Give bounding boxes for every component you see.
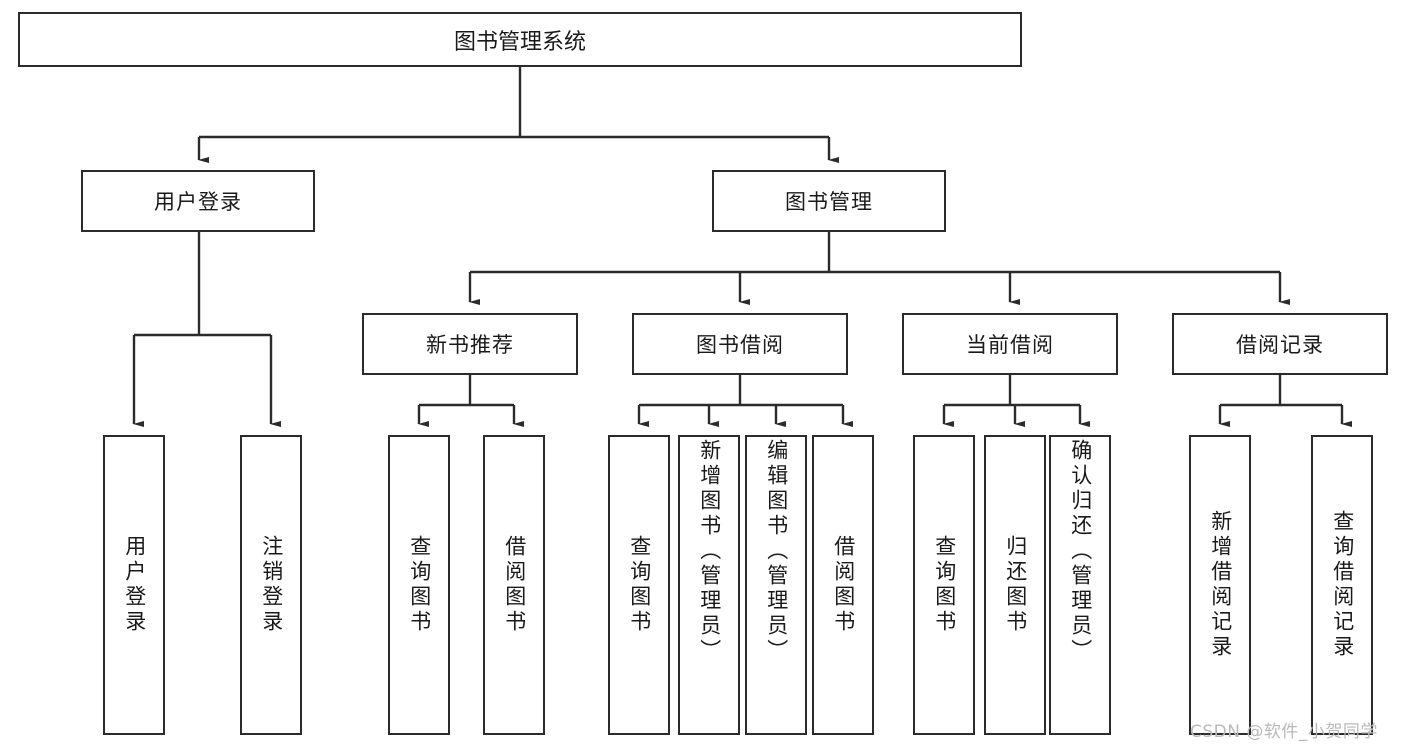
node-new-book-rec-label: 新书推荐 xyxy=(426,333,514,357)
node-leaf-query-book-label: 查询图书 xyxy=(627,535,652,635)
node-leaf-edit-book-label: 编辑图书（管理员） xyxy=(764,439,789,664)
node-book-borrow-label: 图书借阅 xyxy=(696,333,784,357)
node-leaf-return-book-label: 归还图书 xyxy=(1003,535,1028,635)
node-leaf-user-login[interactable]: 用户登录 xyxy=(103,435,165,735)
node-leaf-borrow-book-label: 借阅图书 xyxy=(831,535,856,635)
csdn-watermark: CSDN @软件_小贺同学 xyxy=(1190,722,1378,742)
node-leaf-query-book-cur-label: 查询图书 xyxy=(932,535,957,635)
node-leaf-confirm-return[interactable]: 确认归还（管理员） xyxy=(1049,435,1111,735)
node-user-login-label: 用户登录 xyxy=(154,190,242,214)
node-leaf-borrow-book-rec-label: 借阅图书 xyxy=(502,535,527,635)
node-leaf-borrow-book[interactable]: 借阅图书 xyxy=(812,435,874,735)
node-leaf-query-book-rec[interactable]: 查询图书 xyxy=(388,435,450,735)
node-leaf-query-book-rec-label: 查询图书 xyxy=(407,535,432,635)
node-leaf-query-record-label: 查询借阅记录 xyxy=(1330,510,1355,660)
node-leaf-borrow-book-rec[interactable]: 借阅图书 xyxy=(483,435,545,735)
node-leaf-add-book[interactable]: 新增图书（管理员） xyxy=(678,435,740,735)
node-book-borrow[interactable]: 图书借阅 xyxy=(632,313,848,375)
node-user-login[interactable]: 用户登录 xyxy=(81,170,315,232)
node-current-borrow-label: 当前借阅 xyxy=(966,333,1054,357)
node-leaf-return-book[interactable]: 归还图书 xyxy=(984,435,1046,735)
node-leaf-query-book-cur[interactable]: 查询图书 xyxy=(913,435,975,735)
node-leaf-confirm-return-label: 确认归还（管理员） xyxy=(1068,439,1093,664)
node-leaf-query-record[interactable]: 查询借阅记录 xyxy=(1311,435,1373,735)
node-leaf-user-login-label: 用户登录 xyxy=(122,535,147,635)
node-leaf-add-record[interactable]: 新增借阅记录 xyxy=(1189,435,1251,735)
node-leaf-add-book-label: 新增图书（管理员） xyxy=(697,439,722,664)
node-new-book-rec[interactable]: 新书推荐 xyxy=(362,313,578,375)
node-book-manage[interactable]: 图书管理 xyxy=(712,170,946,232)
node-root-label: 图书管理系统 xyxy=(453,29,586,55)
node-current-borrow[interactable]: 当前借阅 xyxy=(902,313,1118,375)
node-book-manage-label: 图书管理 xyxy=(785,190,873,214)
node-borrow-record-label: 借阅记录 xyxy=(1236,333,1324,357)
node-leaf-add-record-label: 新增借阅记录 xyxy=(1208,510,1233,660)
node-leaf-user-logout[interactable]: 注销登录 xyxy=(240,435,302,735)
node-root[interactable]: 图书管理系统 xyxy=(18,12,1022,67)
node-borrow-record[interactable]: 借阅记录 xyxy=(1172,313,1388,375)
node-leaf-query-book[interactable]: 查询图书 xyxy=(608,435,670,735)
node-leaf-user-logout-label: 注销登录 xyxy=(259,535,284,635)
node-leaf-edit-book[interactable]: 编辑图书（管理员） xyxy=(745,435,807,735)
